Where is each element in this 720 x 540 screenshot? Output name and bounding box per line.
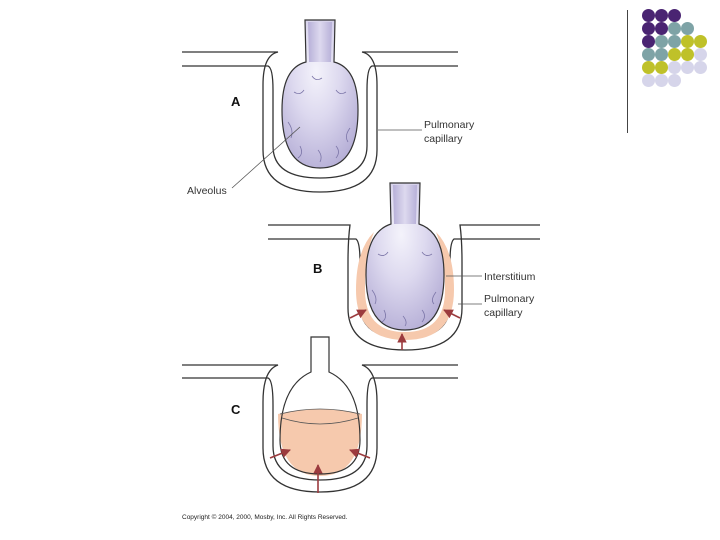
- decor-dot: [681, 48, 694, 61]
- leader-alveolus: [231, 126, 301, 189]
- decor-dot: [642, 48, 655, 61]
- decor-dot: [694, 48, 707, 61]
- decor-dot: [668, 35, 681, 48]
- decorative-divider-line: [627, 10, 628, 133]
- panel-b: B Interstitium Pulmonary capillary: [268, 182, 540, 351]
- decor-dot: [655, 61, 668, 74]
- alveolus-a: [281, 19, 359, 169]
- panel-c: C: [182, 336, 458, 493]
- alveolus-b: [365, 182, 445, 331]
- interstitium-label: Interstitium: [484, 271, 536, 283]
- decor-dot: [642, 22, 655, 35]
- decor-dot: [642, 61, 655, 74]
- capillary-outer-wall-c: [182, 364, 458, 493]
- panel-label-b: B: [313, 261, 322, 276]
- pulmonary-capillary-label-b: Pulmonary capillary: [484, 293, 537, 319]
- capillary-inner-wall-c: [182, 377, 458, 481]
- decor-dot: [681, 22, 694, 35]
- panel-a: A Pulmonary capillary Alveolus: [182, 19, 477, 197]
- decor-dot: [681, 61, 694, 74]
- decor-dot: [642, 35, 655, 48]
- alveolus-label: Alveolus: [187, 185, 227, 197]
- decor-dot: [668, 48, 681, 61]
- panel-label-c: C: [231, 402, 241, 417]
- decor-dot: [668, 9, 681, 22]
- decor-dot: [681, 35, 694, 48]
- flooded-alveolus-fluid: [278, 409, 362, 476]
- decor-dot: [655, 22, 668, 35]
- decor-dot: [655, 9, 668, 22]
- decor-dot: [694, 35, 707, 48]
- capillary-inner-wall-a: [182, 65, 458, 179]
- panel-label-a: A: [231, 94, 241, 109]
- decor-dot: [642, 74, 655, 87]
- capillary-outer-wall-b: [268, 224, 540, 351]
- copyright-notice: Copyright © 2004, 2000, Mosby, Inc. All …: [182, 513, 348, 521]
- decor-dot: [668, 61, 681, 74]
- alveolus-c: [279, 336, 361, 475]
- capillary-outer-wall-a: [182, 51, 458, 193]
- decor-dot: [668, 22, 681, 35]
- decor-dot: [694, 61, 707, 74]
- decor-dot: [655, 74, 668, 87]
- decor-dot: [655, 35, 668, 48]
- decor-dot: [668, 74, 681, 87]
- pulmonary-capillary-label-a: Pulmonary capillary: [424, 119, 477, 145]
- decor-dot: [655, 48, 668, 61]
- decor-dot: [642, 9, 655, 22]
